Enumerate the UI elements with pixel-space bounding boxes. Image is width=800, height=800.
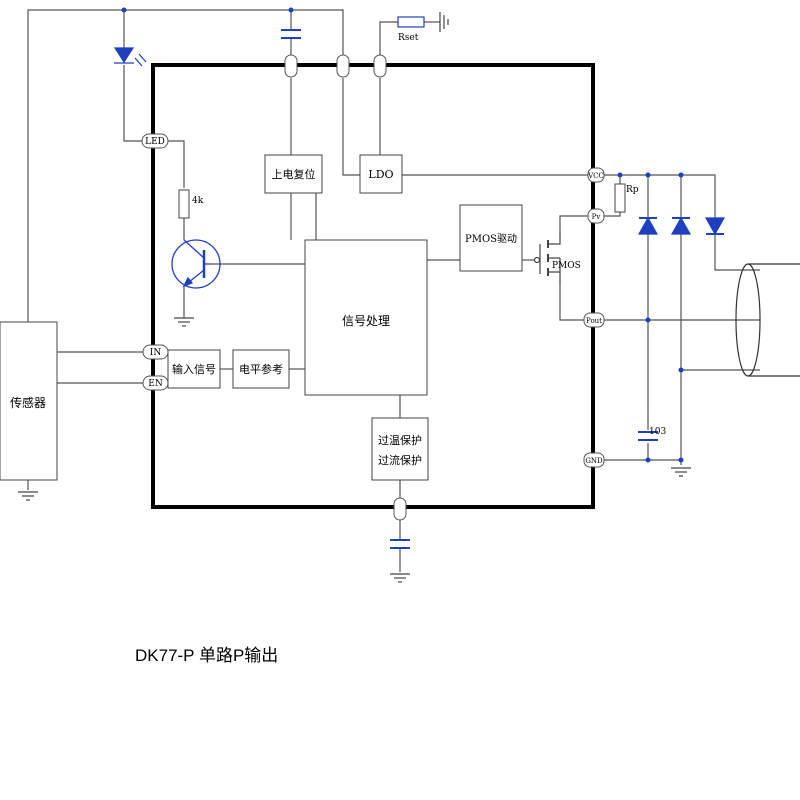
input-signal-block: 输入信号: [167, 349, 221, 389]
rset-label: Rset: [398, 33, 419, 43]
pin-vcc: VCC: [587, 167, 605, 183]
right-ground-icon: [671, 467, 691, 477]
protection-label-2: 过流保护: [378, 453, 422, 467]
pin-gnd-label: GND: [585, 457, 603, 465]
pin-vcc-label: VCC: [587, 172, 604, 180]
pin-pv: Pv: [587, 208, 605, 224]
cable-load-icon: [735, 263, 800, 377]
pin-en: EN: [142, 375, 169, 391]
pin-bottom-c2: [393, 497, 407, 521]
wires: [27, 9, 760, 572]
junction-dots: [121, 7, 684, 463]
signal-processing-label: 信号处理: [342, 314, 390, 328]
level-reference-label: 电平参考: [239, 362, 283, 376]
signal-processing-block: 信号处理: [304, 239, 428, 396]
pin-in-label: IN: [150, 348, 162, 358]
protection-label-1: 过温保护: [378, 433, 422, 447]
top-capacitor-icon: [281, 29, 301, 39]
diode-icons: [637, 216, 726, 236]
bottom-capacitor-icon: [390, 539, 410, 549]
pin-top-rset: [373, 54, 387, 78]
diode-icon: [637, 216, 659, 235]
diode-icon: [670, 216, 692, 235]
pin-gnd: GND: [583, 452, 605, 468]
power-reset-block: 上电复位: [264, 154, 323, 194]
rset-resistor-icon: Rset: [397, 16, 425, 43]
pmos-driver-label: PMOS驱动: [465, 233, 517, 245]
level-reference-block: 电平参考: [232, 349, 290, 389]
capacitor-103-label: 103: [649, 427, 666, 437]
rp-resistor-icon: Rp: [614, 183, 639, 213]
pmos-transistor-icon: PMOS: [533, 232, 581, 285]
pin-en-label: EN: [148, 379, 163, 389]
ldo-block: LDO: [359, 154, 403, 194]
pmos-label: PMOS: [552, 261, 581, 271]
pin-pv-label: Pv: [592, 213, 601, 221]
pin-top-vbb: [336, 54, 350, 78]
pin-top-c1: [284, 54, 298, 78]
pin-led: LED: [141, 133, 169, 149]
pins: LED IN EN VCC Pv Pout GND: [141, 54, 605, 521]
diode-icon: [704, 217, 726, 236]
resistor-4k-label: 4k: [192, 196, 204, 206]
transistor-ground-icon: [174, 317, 194, 327]
pin-in: IN: [142, 344, 169, 360]
rset-ground-icon: [439, 12, 449, 32]
ldo-label: LDO: [368, 168, 393, 181]
diagram-caption: DK77-P 单路P输出: [135, 646, 278, 665]
input-signal-label: 输入信号: [172, 362, 216, 376]
sensor-ground-icon: [18, 491, 38, 501]
protection-block: 过温保护 过流保护: [371, 417, 429, 481]
pin-led-label: LED: [145, 137, 165, 147]
pin-pout: Pout: [583, 312, 605, 328]
chip-outline: [151, 63, 595, 509]
rp-label: Rp: [626, 185, 639, 195]
resistor-4k-icon: 4k: [178, 189, 204, 219]
bottom-ground-icon: [390, 573, 410, 583]
capacitor-103-icon: 103: [638, 427, 666, 441]
sensor-label: 传感器: [10, 395, 46, 410]
pin-pout-label: Pout: [586, 317, 602, 325]
led-icon: [113, 47, 147, 67]
power-reset-label: 上电复位: [272, 167, 316, 181]
pmos-driver-block: PMOS驱动: [459, 204, 523, 272]
npn-transistor-icon: [171, 239, 221, 289]
sensor-block: 传感器: [0, 321, 58, 481]
